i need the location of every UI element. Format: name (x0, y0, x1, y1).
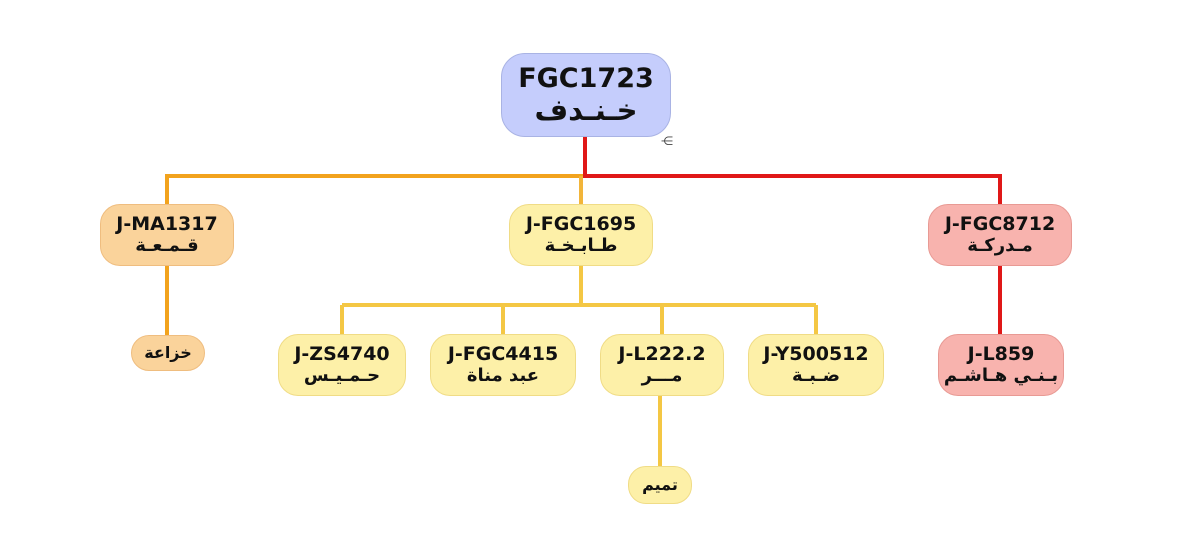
connector-root-ma1317 (165, 174, 585, 205)
node-j-l859: J-L859 بـنـي هـاشـم (938, 334, 1064, 396)
node-j-l222-2: J-L222.2 مـــر (600, 334, 724, 396)
node-code: J-L222.2 (618, 342, 706, 365)
node-j-fgc1695: J-FGC1695 طـابـخـة (509, 204, 653, 266)
node-code: J-FGC4415 (447, 342, 559, 365)
node-name: خـنـدف (534, 92, 638, 127)
node-code: FGC1723 (518, 62, 654, 94)
node-name: طـابـخـة (544, 234, 618, 256)
node-name: قـمـعـة (135, 234, 199, 256)
node-j-fgc8712: J-FGC8712 مـدركـة (928, 204, 1072, 266)
node-code: J-L859 (967, 342, 1035, 365)
node-tamim: تميم (628, 466, 692, 504)
node-code: J-Y500512 (763, 342, 869, 365)
connector-fgc1695-children (340, 266, 818, 335)
node-name: مـــر (641, 364, 683, 386)
node-fgc1723: FGC1723 خـنـدف (501, 53, 671, 137)
node-name: ضـبـة (792, 364, 840, 386)
anchor-marker-icon: ⋲ (661, 134, 673, 148)
node-khuzaa: خزاعة (131, 335, 205, 371)
node-j-zs4740: J-ZS4740 حـمـيـس (278, 334, 406, 396)
node-name: مـدركـة (967, 234, 1033, 256)
node-name: بـنـي هـاشـم (943, 364, 1059, 386)
node-name: خزاعة (144, 342, 192, 362)
node-j-fgc4415: J-FGC4415 عبد مناة (430, 334, 576, 396)
node-j-y500512: J-Y500512 ضـبـة (748, 334, 884, 396)
connector-root-fgc8712 (583, 137, 1002, 205)
node-code: J-ZS4740 (294, 342, 390, 365)
node-code: J-FGC8712 (944, 212, 1056, 235)
node-name: عبد مناة (466, 364, 540, 386)
node-code: J-FGC1695 (525, 212, 637, 235)
node-name: حـمـيـس (303, 364, 381, 386)
node-name: تميم (642, 474, 678, 494)
node-j-ma1317: J-MA1317 قـمـعـة (100, 204, 234, 266)
node-code: J-MA1317 (116, 212, 218, 235)
